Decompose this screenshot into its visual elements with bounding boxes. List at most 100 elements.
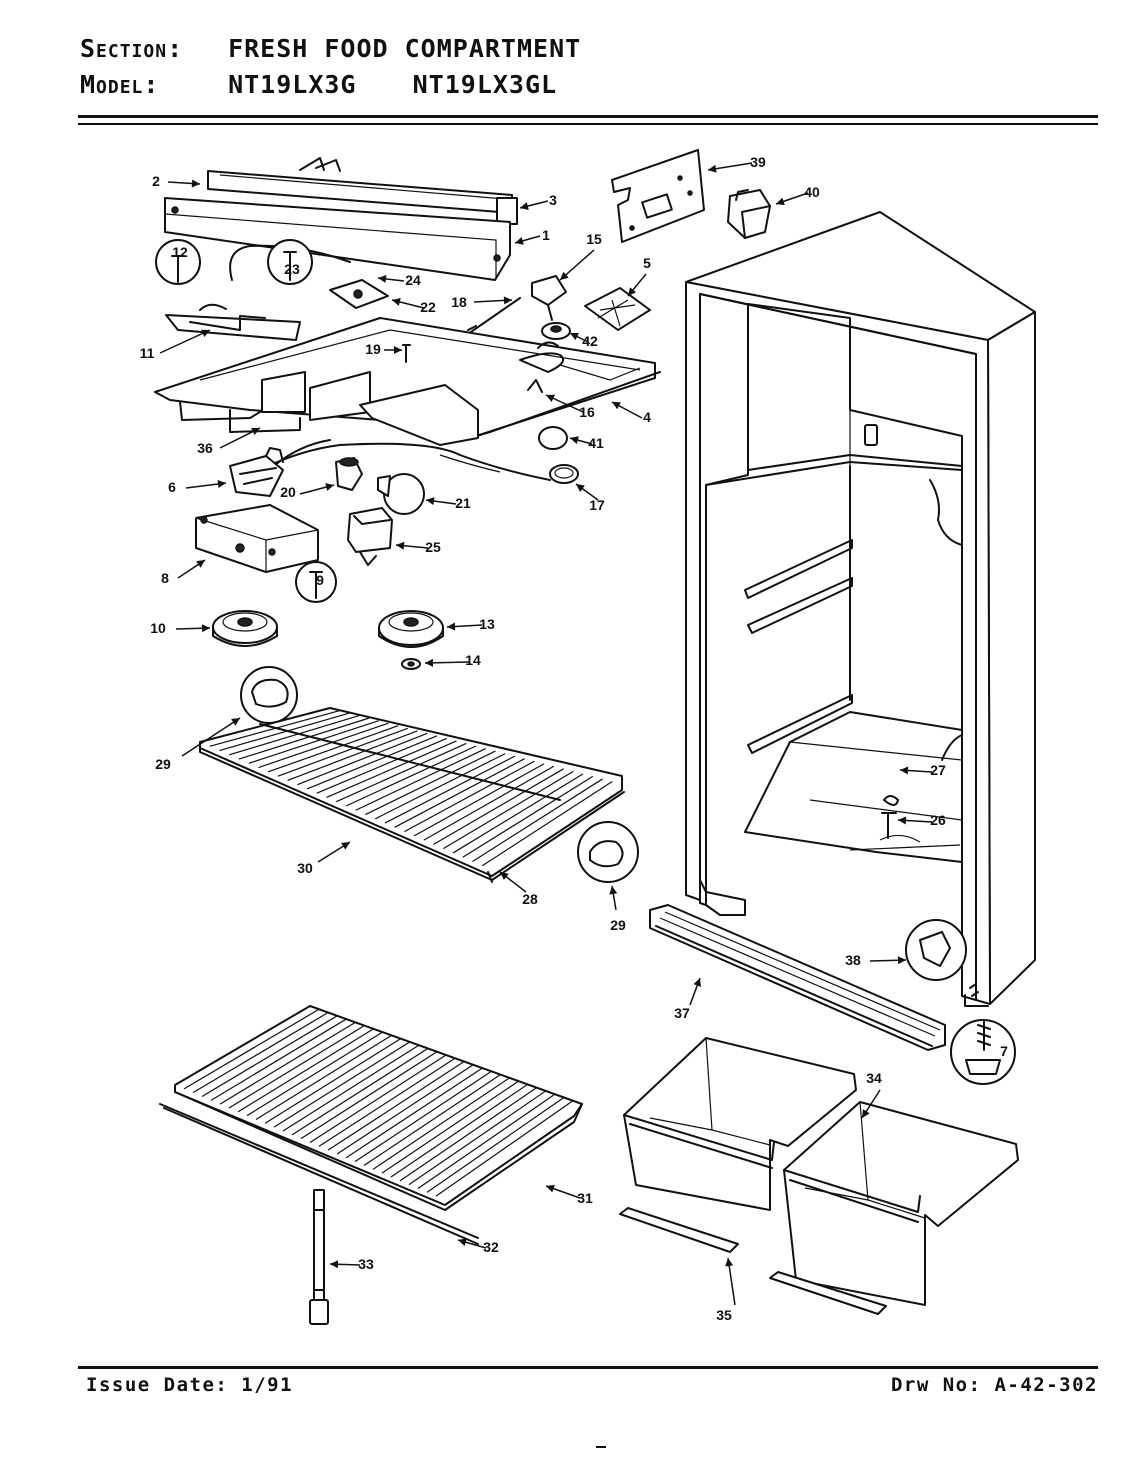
callout-9: 9 [316,572,324,588]
callout-31: 31 [545,1184,593,1206]
callout-42: 42 [569,332,598,349]
callout-number: 26 [930,812,946,828]
upper-wire-shelf [199,707,625,883]
callout-number: 14 [465,652,481,668]
callout-arrowhead [609,886,618,895]
callout-number: 27 [930,762,946,778]
callout-38: 38 [845,952,907,968]
section-label: Section: [80,34,184,63]
callout-arrowhead [500,872,509,881]
callout-arrowhead [708,164,717,173]
callout-arrowhead [341,842,350,850]
callout-29: 29 [155,717,241,772]
callout-arrowhead [447,622,456,631]
callout-arrowhead [570,333,579,341]
deflector-grille [649,904,946,1051]
callout-14: 14 [424,652,481,668]
callout-25: 25 [395,539,441,555]
callout-arrowhead [392,298,401,306]
callout-number: 20 [280,484,296,500]
callout-3: 3 [519,192,557,210]
callout-number: 28 [522,891,538,907]
shelf-support-33 [309,1189,329,1325]
callout-number: 32 [483,1239,499,1255]
control-assembly-illustration [154,157,661,670]
callout-number: 18 [451,294,467,310]
callout-7: 7 [1000,1043,1008,1059]
callout-number: 38 [845,952,861,968]
callout-number: 7 [1000,1043,1008,1059]
callout-24: 24 [377,272,421,288]
callout-arrowhead [520,202,529,210]
cabinet-illustration [685,211,1036,1007]
callout-20: 20 [280,483,335,500]
callout-23: 23 [284,261,300,277]
callout-29: 29 [609,885,626,933]
callout-leader [159,329,211,354]
callout-number: 16 [579,404,595,420]
callout-arrowhead [628,287,637,296]
callout-arrowhead [900,766,909,775]
callout-39: 39 [707,154,766,173]
callout-number: 10 [150,620,166,636]
callout-2: 2 [152,173,201,189]
callout-30: 30 [297,841,351,876]
callout-number: 5 [643,255,651,271]
model-number-1: NT19LX3G [228,70,357,99]
callout-27: 27 [899,762,946,778]
callout-18: 18 [451,294,513,310]
page-mark [596,1446,606,1448]
callout-36: 36 [197,427,261,456]
callout-number: 6 [168,479,176,495]
callout-5: 5 [627,255,651,297]
callout-28: 28 [499,871,538,907]
callout-arrowhead [217,480,226,488]
callout-number: 21 [455,495,471,511]
callout-arrowhead [458,1238,467,1247]
callout-10: 10 [150,620,211,636]
callout-6: 6 [168,479,227,495]
callout-19: 19 [365,341,402,357]
callout-arrowhead [776,197,785,206]
callout-arrowhead [515,236,524,245]
callout-number: 35 [716,1307,732,1323]
callout-number: 41 [588,435,604,451]
model-number-2: NT19LX3GL [412,70,558,99]
crisper-drawers [619,1037,1019,1315]
callout-number: 12 [172,244,188,260]
callout-number: 29 [610,917,626,933]
callout-arrowhead [396,541,405,550]
callout-arrowhead [503,296,512,305]
callout-number: 13 [479,616,495,632]
model-label: Model: [80,70,160,99]
callout-11: 11 [140,329,211,361]
callout-arrowhead [191,179,200,188]
callout-16: 16 [545,394,595,420]
callout-number: 31 [577,1190,593,1206]
callout-leader [181,717,241,757]
callout-arrowhead [231,718,240,726]
callout-number: 1 [542,227,550,243]
lower-glass-shelf [159,1005,583,1245]
callout-34: 34 [861,1070,882,1119]
callout-number: 11 [140,345,155,361]
callout-21: 21 [425,495,471,511]
callout-number: 4 [643,409,651,425]
drawing-number: Drw No: A-42-302 [890,1374,1098,1396]
callout-number: 9 [316,572,324,588]
callout-arrowhead [201,329,210,337]
callout-arrowhead [325,483,334,491]
callout-26: 26 [897,812,946,828]
callout-arrowhead [426,497,435,506]
callout-number: 15 [586,231,602,247]
callout-arrowhead [560,271,569,280]
cover-plate-39 [611,149,705,243]
callout-1: 1 [514,227,550,245]
callout-35: 35 [716,1257,736,1323]
callout-arrowhead [378,274,387,283]
callout-number: 29 [155,756,171,772]
detail-bubbles [155,239,1016,1085]
callout-number: 2 [152,173,160,189]
callout-number: 40 [804,184,820,200]
